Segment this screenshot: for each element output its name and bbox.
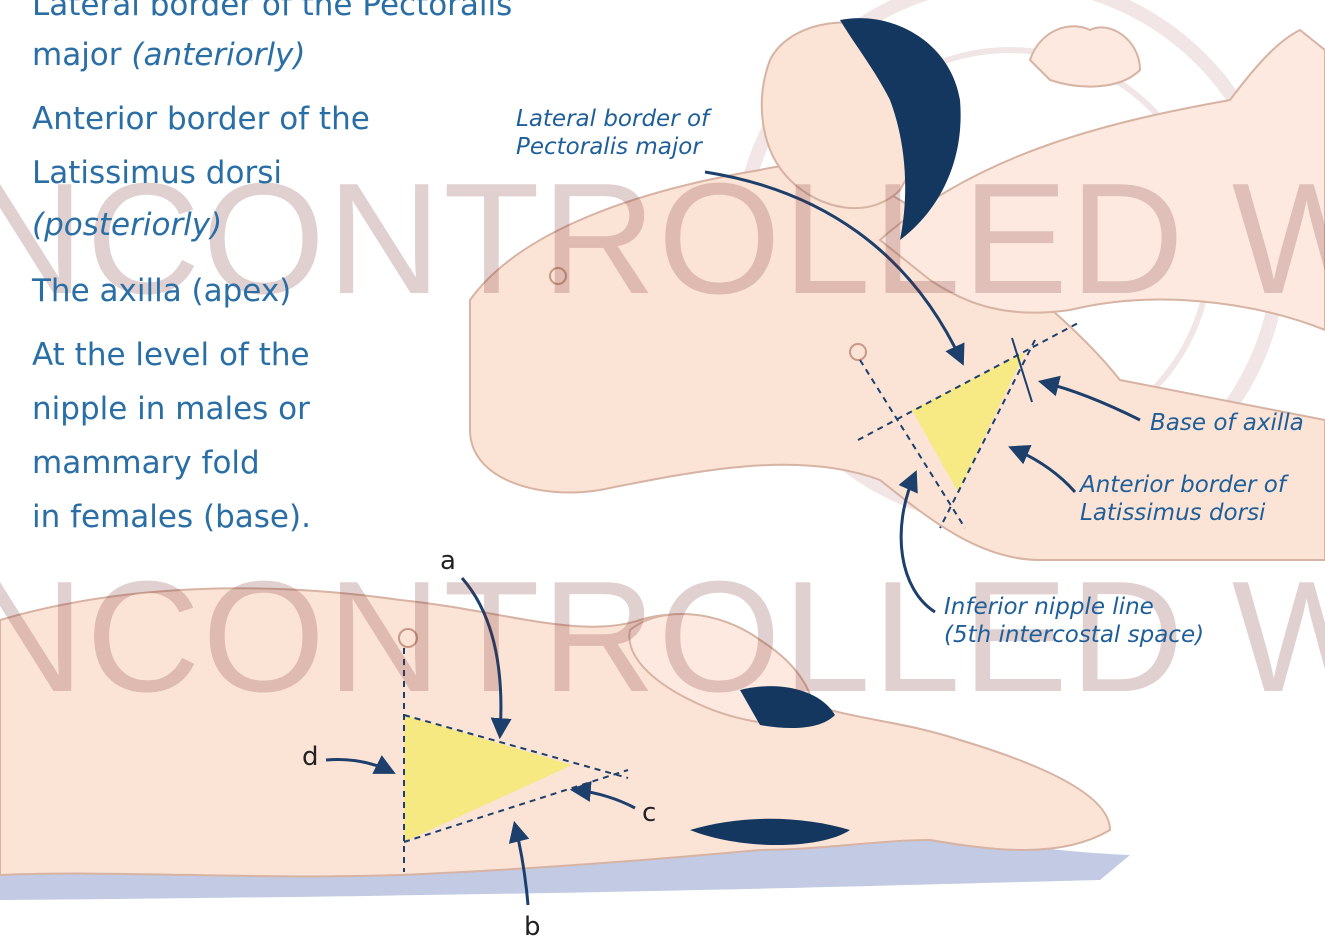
upper-hand [1030,26,1140,86]
criteria-line-10: in females (base). [32,502,311,533]
callout-latissimus-line-2: Latissimus dorsi [1080,500,1286,528]
callout-pectoralis: Lateral border of Pectoralis major [516,106,709,161]
callout-latissimus: Anterior border of Latissimus dorsi [1080,472,1286,527]
callout-pectoralis-line-1: Lateral border of [516,106,709,134]
criteria-line-8: nipple in males or [32,394,310,425]
callout-nipple-line: Inferior nipple line (5th intercostal sp… [944,594,1204,649]
criteria-line-9: mammary fold [32,448,260,479]
callout-nipple-line-2: (5th intercostal space) [944,622,1204,650]
criteria-line-2-text: major [32,37,131,73]
criteria-line-2: major (anteriorly) [32,40,305,71]
criteria-line-1: Lateral border of the Pectoralis [32,0,512,21]
criteria-line-4: Latissimus dorsi [32,158,282,189]
criteria-line-7: At the level of the [32,340,310,371]
label-b: b [524,914,541,940]
label-a: a [440,548,456,574]
callout-latissimus-line-1: Anterior border of [1080,472,1286,500]
callout-nipple-line-1: Inferior nipple line [944,594,1204,622]
callout-pectoralis-line-2: Pectoralis major [516,134,709,162]
criteria-line-5-italic: (posteriorly) [32,207,222,243]
callout-base-axilla: Base of axilla [1150,410,1304,438]
label-c: c [642,800,656,826]
criteria-line-6: The axilla (apex) [32,276,291,307]
criteria-line-5: (posteriorly) [32,210,222,241]
criteria-line-3: Anterior border of the [32,104,370,135]
label-d: d [302,744,319,770]
criteria-line-2-italic: (anteriorly) [131,37,305,73]
